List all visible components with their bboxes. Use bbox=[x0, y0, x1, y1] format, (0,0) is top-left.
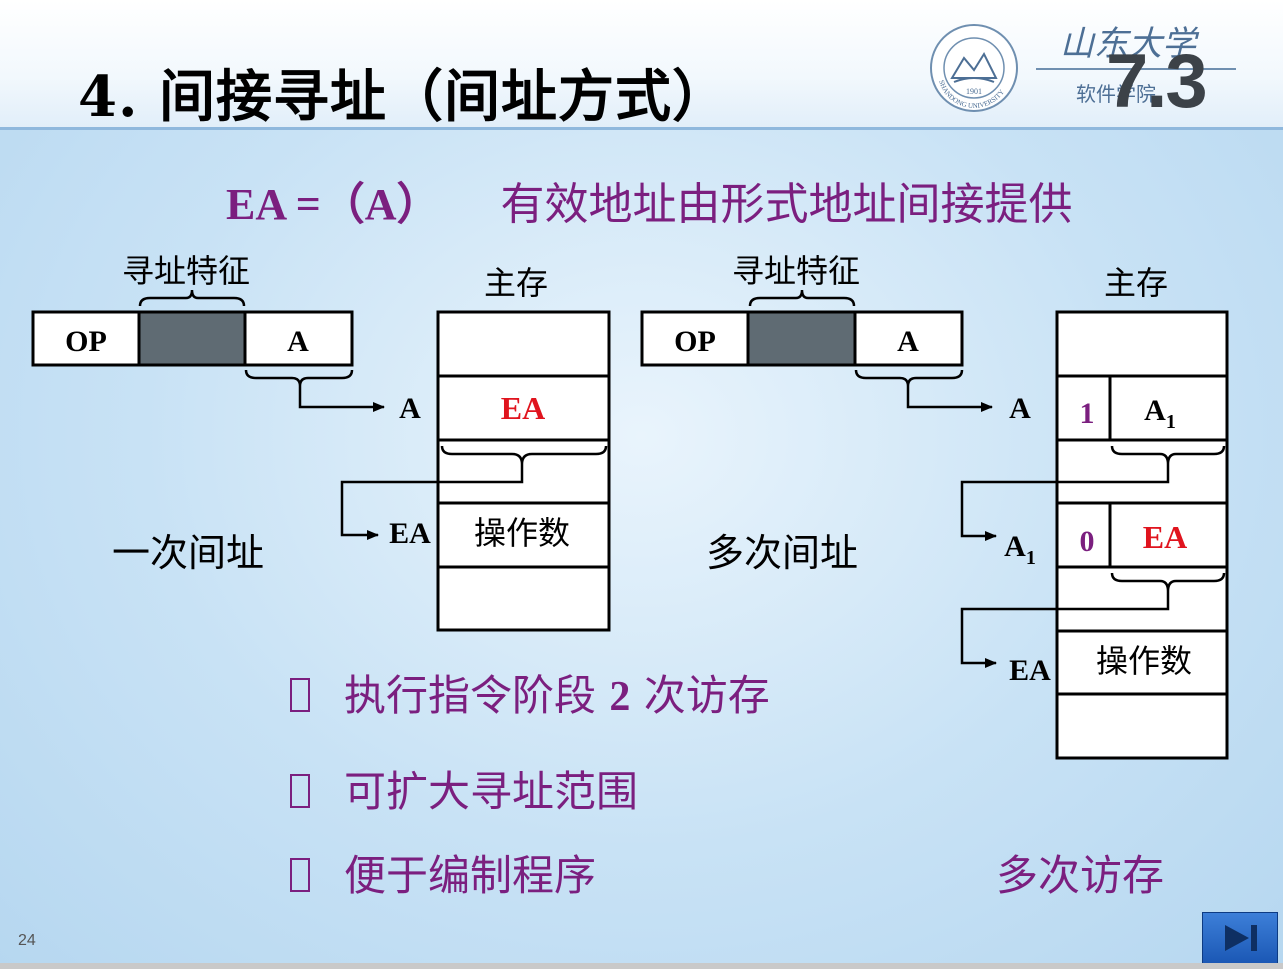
page-number: 24 bbox=[18, 932, 36, 949]
left-feature-label: 寻址特征 bbox=[122, 252, 251, 290]
header-band bbox=[0, 0, 1283, 128]
right-arrow-ea bbox=[960, 591, 1170, 668]
right-addr-field: A bbox=[897, 325, 919, 358]
header-divider bbox=[0, 127, 1283, 130]
bullet-text: 执行指令阶段 bbox=[344, 671, 610, 720]
left-arrow-a bbox=[298, 386, 385, 412]
formula-rhs: 有效地址由形式地址间接提供 bbox=[500, 179, 1073, 230]
right-row1-flag: 1 bbox=[1080, 397, 1095, 430]
right-row-ea-label: EA bbox=[1009, 654, 1051, 687]
section-number: 7.3 bbox=[1106, 39, 1208, 124]
right-row-a1-label: A bbox=[1004, 530, 1026, 563]
department-name: 软件学院 bbox=[1076, 82, 1156, 106]
formula: EA =（A） 有效地址由形式地址间接提供 bbox=[226, 168, 1073, 232]
left-instruction: OP A bbox=[31, 289, 385, 412]
university-script: 山东大学 bbox=[1060, 24, 1196, 64]
left-memory-label: 主存 bbox=[484, 264, 549, 302]
right-row2-value: EA bbox=[1143, 519, 1187, 555]
bullet-box-icon bbox=[290, 678, 310, 712]
formula-lhs: EA =（A） bbox=[226, 180, 441, 229]
bullet-item: 可扩大寻址范围 bbox=[290, 758, 638, 819]
left-row-a-value: EA bbox=[501, 390, 545, 426]
bullet-item: 便于编制程序 bbox=[290, 842, 596, 903]
left-row-ea-label: EA bbox=[389, 517, 431, 550]
bullet-text-suffix: 次访存 bbox=[630, 671, 770, 720]
right-memory: A 1 A1 A1 0 EA EA 操作数 bbox=[960, 310, 1229, 760]
right-instruction: OP A bbox=[640, 289, 993, 412]
right-row2-flag: 0 bbox=[1080, 525, 1095, 558]
left-addr-field: A bbox=[287, 325, 309, 358]
svg-text:A1: A1 bbox=[1004, 530, 1036, 569]
left-addr-brace bbox=[244, 369, 354, 387]
right-row1-value-sub: 1 bbox=[1166, 411, 1176, 433]
right-row-a-label: A bbox=[1009, 392, 1031, 425]
bullet-box-icon bbox=[290, 774, 310, 808]
note-multiple-access: 多次访存 bbox=[996, 851, 1165, 900]
left-feature-field bbox=[137, 310, 247, 367]
right-addr-brace bbox=[854, 369, 964, 387]
bottom-strip bbox=[0, 963, 1283, 969]
left-mode-label: 一次间址 bbox=[112, 531, 265, 575]
right-op-field: OP bbox=[674, 325, 716, 358]
bullet-item: 执行指令阶段 2 次访存 bbox=[290, 662, 770, 723]
right-row-ea-value: 操作数 bbox=[1096, 642, 1192, 680]
bullet-number: 2 bbox=[609, 674, 631, 720]
right-row1-value: A bbox=[1144, 394, 1166, 427]
play-next-icon bbox=[1225, 925, 1257, 951]
right-row-a1-label-sub: 1 bbox=[1026, 547, 1036, 569]
university-seal-icon: 1901 SHANDONG UNIVERSITY bbox=[930, 24, 1018, 112]
right-feature-label: 寻址特征 bbox=[732, 252, 861, 290]
seal-year: 1901 bbox=[966, 87, 982, 96]
right-mode-label: 多次间址 bbox=[706, 531, 859, 575]
bullet-box-icon bbox=[290, 858, 310, 892]
svg-text:A1: A1 bbox=[1144, 394, 1176, 433]
left-op-field: OP bbox=[65, 325, 107, 358]
left-arrow-ea bbox=[340, 464, 524, 540]
left-row-a-label: A bbox=[399, 392, 421, 425]
bullet-text: 可扩大寻址范围 bbox=[344, 767, 639, 816]
right-arrow-a bbox=[906, 386, 993, 412]
left-memory: A EA EA 操作数 bbox=[340, 310, 611, 632]
bullet-text: 便于编制程序 bbox=[344, 851, 597, 900]
logo-divider bbox=[1036, 68, 1236, 70]
right-memory-label: 主存 bbox=[1104, 264, 1169, 302]
left-row-ea-value: 操作数 bbox=[474, 514, 570, 552]
left-feature-brace bbox=[138, 289, 246, 307]
right-feature-field bbox=[746, 310, 857, 367]
next-slide-button[interactable] bbox=[1202, 912, 1278, 964]
right-feature-brace bbox=[748, 289, 856, 307]
right-arrow-a1 bbox=[960, 464, 1170, 541]
slide-title: 4. 间接寻址（间址方式） bbox=[78, 64, 729, 130]
